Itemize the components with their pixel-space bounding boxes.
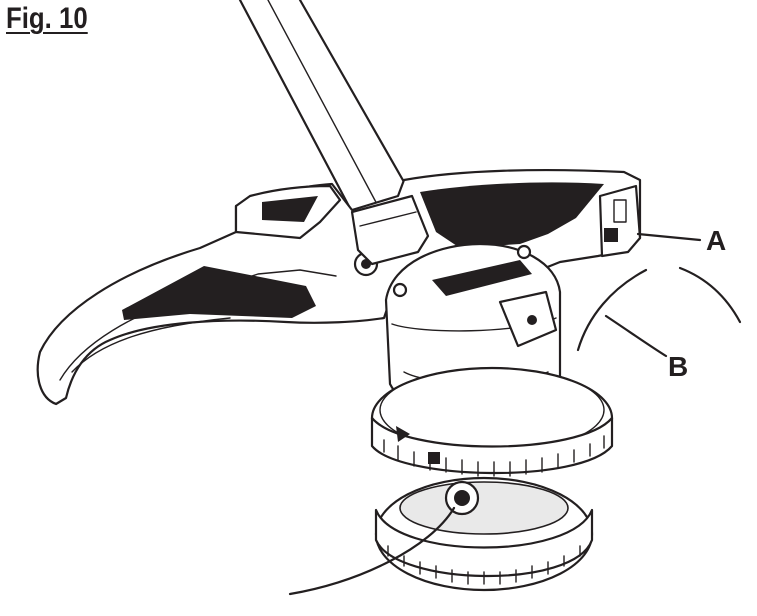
callout-a-label: A <box>706 225 726 256</box>
callout-b-label: B <box>668 351 688 382</box>
callout-leaders <box>604 232 702 358</box>
cutting-line <box>288 266 742 596</box>
trimmer-shaft <box>238 0 414 214</box>
shaft-collar <box>350 194 430 266</box>
bump-knob <box>374 476 594 592</box>
spool-housing <box>370 366 614 477</box>
debris-guard <box>36 168 642 406</box>
figure-title: Fig. 10 <box>6 2 88 35</box>
